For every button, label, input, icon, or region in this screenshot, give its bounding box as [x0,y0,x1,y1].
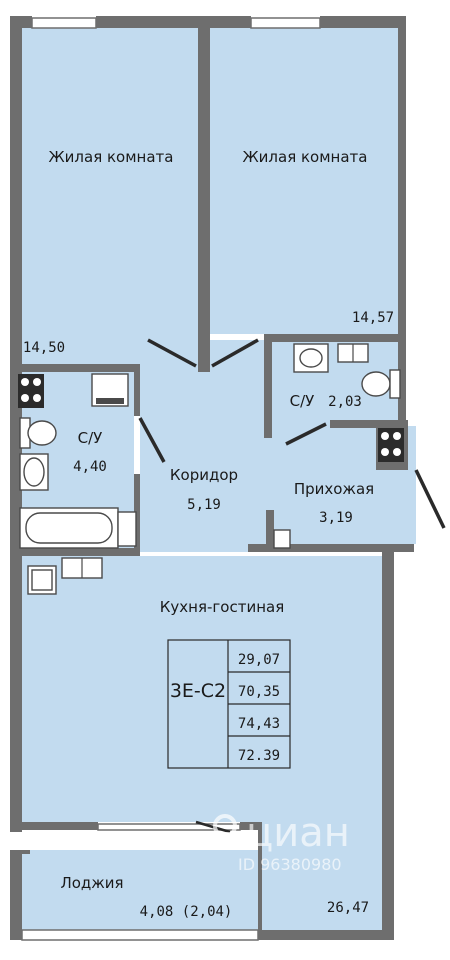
room-corridor-floor [140,340,268,552]
living-2-area: 14,57 [352,310,394,326]
small-sink-icon [293,343,329,373]
room-loggia-floor [22,850,258,930]
spec-value-2: 70,35 [238,684,280,700]
spec-code: 3Е-С2 [170,680,226,702]
hall-shelf-icon [273,529,291,549]
bath-big-area: 4,40 [73,459,107,475]
bathtub-icon [19,507,137,549]
room-labels: Жилая комната 14,50 Жилая комната 14,57 … [23,148,394,920]
toilet-small-icon [361,369,401,399]
room-kitchen-floor-lower [262,822,382,930]
spec-value-3: 74,43 [238,716,280,732]
spec-value-1: 29,07 [238,652,280,668]
hall-area: 3,19 [319,510,353,526]
bath-small-area: 2,03 [328,394,362,410]
corridor-name: Коридор [170,466,238,484]
cabinet-icon [337,343,369,363]
stove-hall-icon [378,428,404,462]
walls [10,16,414,941]
sink-icon [19,453,49,491]
bath-big-name: С/У [78,429,103,447]
room-kitchen-floor [22,556,382,822]
doors [138,338,446,834]
kitchen-area: 26,47 [327,900,369,916]
loggia-name: Лоджия [60,874,123,892]
watermark-brand: циан [246,810,350,856]
loggia-area: 4,08 (2,04) [140,904,233,920]
room-floors [22,28,416,930]
stove-icon [18,374,44,408]
washing-machine-icon [91,373,129,407]
watermark-id: ID 96380980 [238,855,342,874]
living-1-name: Жилая комната [49,148,174,166]
hall-name: Прихожая [294,480,374,498]
fixtures [18,343,404,595]
spec-table: 3Е-С2 29,07 70,35 74,43 72.39 [167,639,291,769]
location-pin-icon [213,814,237,846]
corridor-area: 5,19 [187,497,221,513]
living-1-area: 14,50 [23,340,65,356]
living-2-name: Жилая комната [243,148,368,166]
toilet-icon [19,417,57,449]
watermark: циан ID 96380980 [213,810,350,874]
spec-value-4: 72.39 [238,748,280,764]
kitchen-cabinet-icon [61,557,103,579]
kitchen-name: Кухня-гостиная [160,598,284,616]
bath-small-name: С/У [290,392,315,410]
kitchen-sink-icon [27,565,57,595]
room-living-1-floor [22,28,198,364]
room-living-2-floor [210,28,398,334]
